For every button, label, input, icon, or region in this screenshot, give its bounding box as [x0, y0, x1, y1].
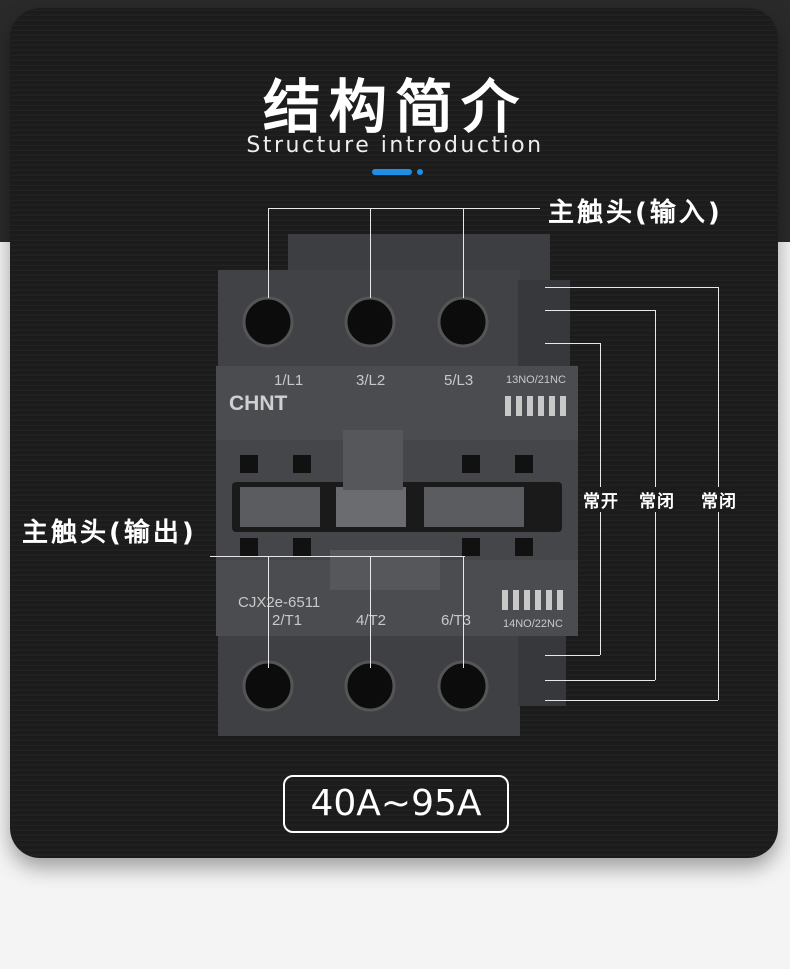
terminal-label: 1/L1	[274, 372, 304, 389]
callout-line	[545, 310, 655, 311]
callout-line	[463, 208, 464, 298]
main-contact-output-label: 主触头(输出)	[22, 518, 197, 548]
terminal-label: 5/L3	[444, 372, 474, 389]
accent-bar	[372, 169, 412, 175]
callout-line	[545, 700, 718, 701]
callout-line	[370, 556, 371, 668]
callout-line	[463, 556, 464, 668]
callout-line	[268, 208, 540, 209]
callout-line	[545, 655, 600, 656]
aux-top-label: 13NO/21NC	[506, 374, 566, 386]
accent-dot	[417, 169, 423, 175]
callout-line	[210, 556, 465, 557]
terminal-label: 4/T2	[356, 612, 387, 629]
callout-line	[545, 680, 655, 681]
callout-line	[268, 556, 269, 668]
callout-line	[268, 208, 269, 298]
current-range-badge: 40A~95A	[283, 775, 509, 833]
normally-open-label: 常开	[583, 487, 619, 512]
terminal-label: 2/T1	[272, 612, 303, 629]
page-title: 结构简介	[262, 73, 527, 141]
aux-bottom-label: 14NO/22NC	[503, 618, 563, 630]
aux-bottom-block	[518, 636, 566, 706]
terminal-label: 3/L2	[356, 372, 386, 389]
top-terminal-holes	[242, 296, 489, 348]
normally-closed-label: 常闭	[639, 487, 675, 512]
brand-logo: CHNT	[229, 392, 288, 415]
main-contact-input-label: 主触头(输入)	[548, 198, 723, 228]
callout-line	[545, 343, 600, 344]
page-subtitle: Structure introduction	[246, 133, 544, 158]
terminal-label: 6/T3	[441, 612, 472, 629]
bottom-terminal-holes	[242, 660, 489, 712]
normally-closed-label: 常闭	[701, 487, 737, 512]
callout-line	[545, 287, 718, 288]
model-label: CJX2e-6511	[238, 594, 321, 611]
callout-line	[370, 208, 371, 298]
aux-top-block	[518, 280, 570, 366]
